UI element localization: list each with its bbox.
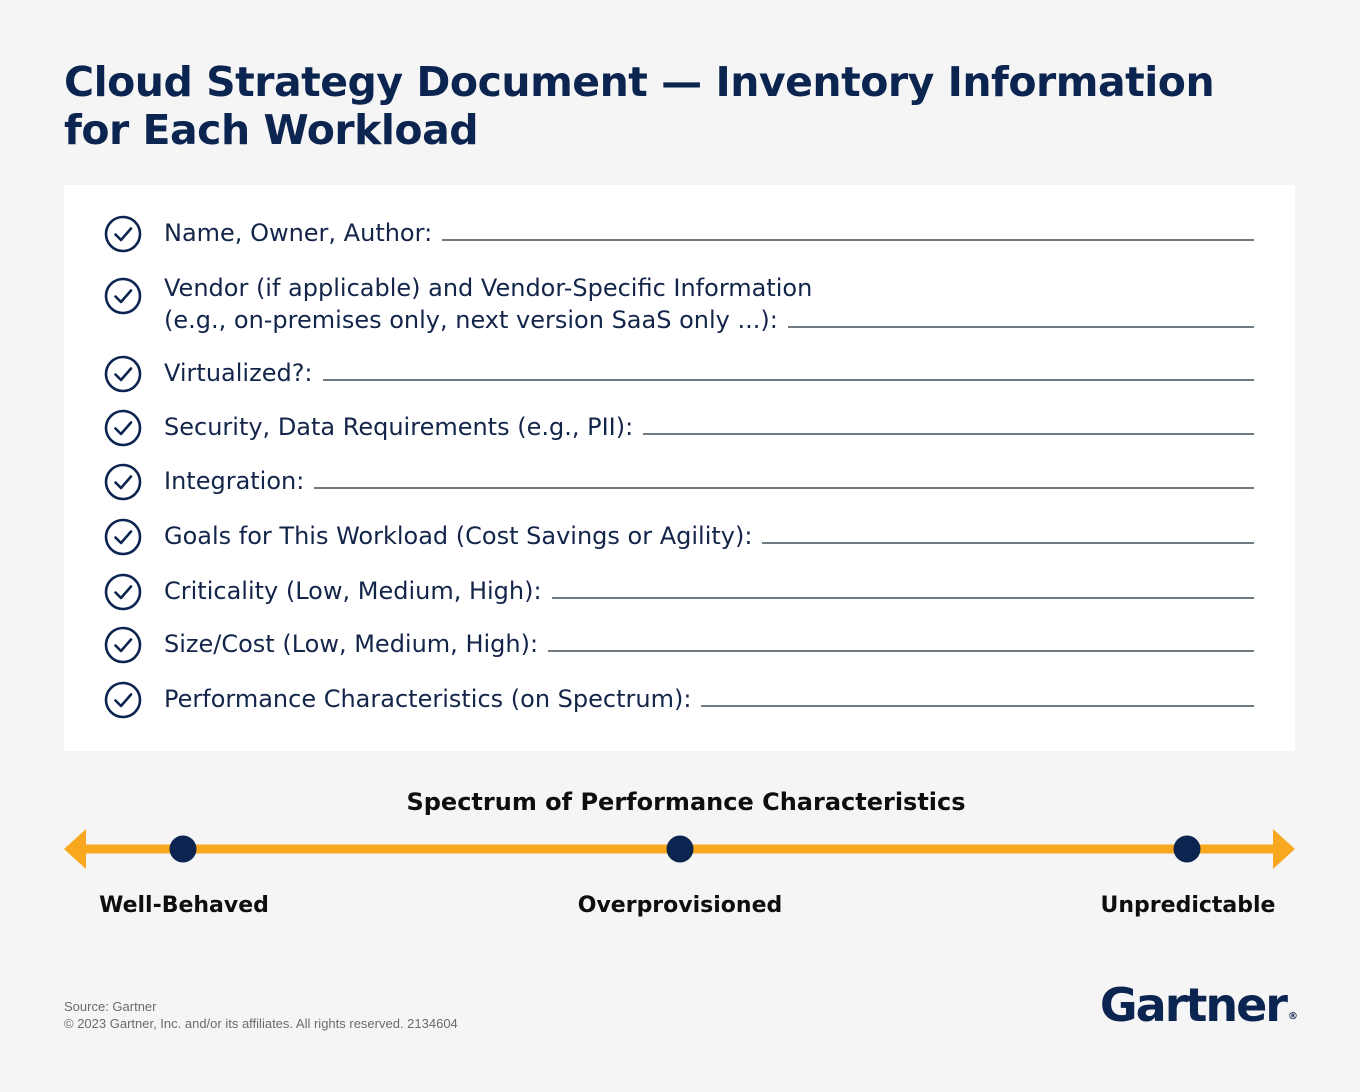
checklist-item-label: Criticality (Low, Medium, High): xyxy=(164,577,542,605)
check-circle-icon xyxy=(104,355,142,393)
checklist-item-label: Size/Cost (Low, Medium, High): xyxy=(164,630,539,658)
page-title-line-1: Cloud Strategy Document — Inventory Info… xyxy=(64,58,1215,106)
checklist-field: Security, Data Requirements (e.g., PII): xyxy=(164,413,1254,441)
spectrum-point-well-behaved xyxy=(169,835,197,863)
spectrum-label-overprovisioned: Overprovisioned xyxy=(577,893,783,918)
checklist-field: Name, Owner, Author: xyxy=(164,219,1254,247)
fill-in-line[interactable] xyxy=(314,487,1254,489)
spectrum-label-well-behaved: Well-Behaved xyxy=(99,893,269,918)
checklist-item-label: Integration: xyxy=(164,467,305,495)
checklist-item-label: Performance Characteristics (on Spectrum… xyxy=(164,685,692,713)
checklist-item-label: Virtualized?: xyxy=(164,359,313,387)
inventory-checklist: Name, Owner, Author: Vendor (if applicab… xyxy=(64,185,1295,751)
registered-mark-icon: ® xyxy=(1288,1011,1298,1022)
source-text: Source: Gartner xyxy=(64,999,157,1014)
check-circle-icon xyxy=(104,215,142,253)
source-note: Source: Gartner © 2023 Gartner, Inc. and… xyxy=(64,998,458,1032)
checklist-item-label: Name, Owner, Author: xyxy=(164,219,433,247)
checklist-field: Performance Characteristics (on Spectrum… xyxy=(164,685,1254,713)
arrow-right-icon xyxy=(1273,829,1295,869)
spectrum-point-overprovisioned xyxy=(666,835,694,863)
fill-in-line[interactable] xyxy=(787,326,1254,328)
check-circle-icon xyxy=(104,463,142,501)
page-title-line-2: for Each Workload xyxy=(64,106,479,154)
checklist-field: Goals for This Workload (Cost Savings or… xyxy=(164,522,1254,550)
checklist-item-label: Goals for This Workload (Cost Savings or… xyxy=(164,522,753,550)
fill-in-line[interactable] xyxy=(322,379,1254,381)
checklist-item-label: Security, Data Requirements (e.g., PII): xyxy=(164,413,634,441)
arrow-left-icon xyxy=(64,829,86,869)
fill-in-line[interactable] xyxy=(762,542,1254,544)
check-circle-icon xyxy=(104,277,142,315)
fill-in-line[interactable] xyxy=(701,705,1254,707)
checklist-item-label: (e.g., on-premises only, next version Sa… xyxy=(164,306,778,334)
checklist-field: Integration: xyxy=(164,467,1254,495)
fill-in-line[interactable] xyxy=(442,239,1254,241)
checklist-field: Criticality (Low, Medium, High): xyxy=(164,577,1254,605)
checklist-field: Virtualized?: xyxy=(164,359,1254,387)
checklist-item-label-line-1: Vendor (if applicable) and Vendor-Specif… xyxy=(164,274,813,302)
spectrum-point-unpredictable xyxy=(1173,835,1201,863)
spectrum-arrow xyxy=(64,829,1295,869)
fill-in-line[interactable] xyxy=(548,650,1254,652)
fill-in-line[interactable] xyxy=(643,433,1254,435)
check-circle-icon xyxy=(104,681,142,719)
page-title: Cloud Strategy Document — Inventory Info… xyxy=(64,58,1264,154)
spectrum-title: Spectrum of Performance Characteristics xyxy=(406,788,966,816)
check-circle-icon xyxy=(104,626,142,664)
fill-in-line[interactable] xyxy=(551,597,1254,599)
gartner-logo: Gartner® xyxy=(1100,978,1298,1032)
gartner-logo-text: Gartner xyxy=(1099,978,1288,1032)
spectrum-label-unpredictable: Unpredictable xyxy=(1100,893,1276,918)
checklist-field: Size/Cost (Low, Medium, High): xyxy=(164,630,1254,658)
copyright-text: © 2023 Gartner, Inc. and/or its affiliat… xyxy=(64,1016,458,1031)
check-circle-icon xyxy=(104,409,142,447)
check-circle-icon xyxy=(104,518,142,556)
check-circle-icon xyxy=(104,573,142,611)
checklist-field: (e.g., on-premises only, next version Sa… xyxy=(164,306,1254,334)
